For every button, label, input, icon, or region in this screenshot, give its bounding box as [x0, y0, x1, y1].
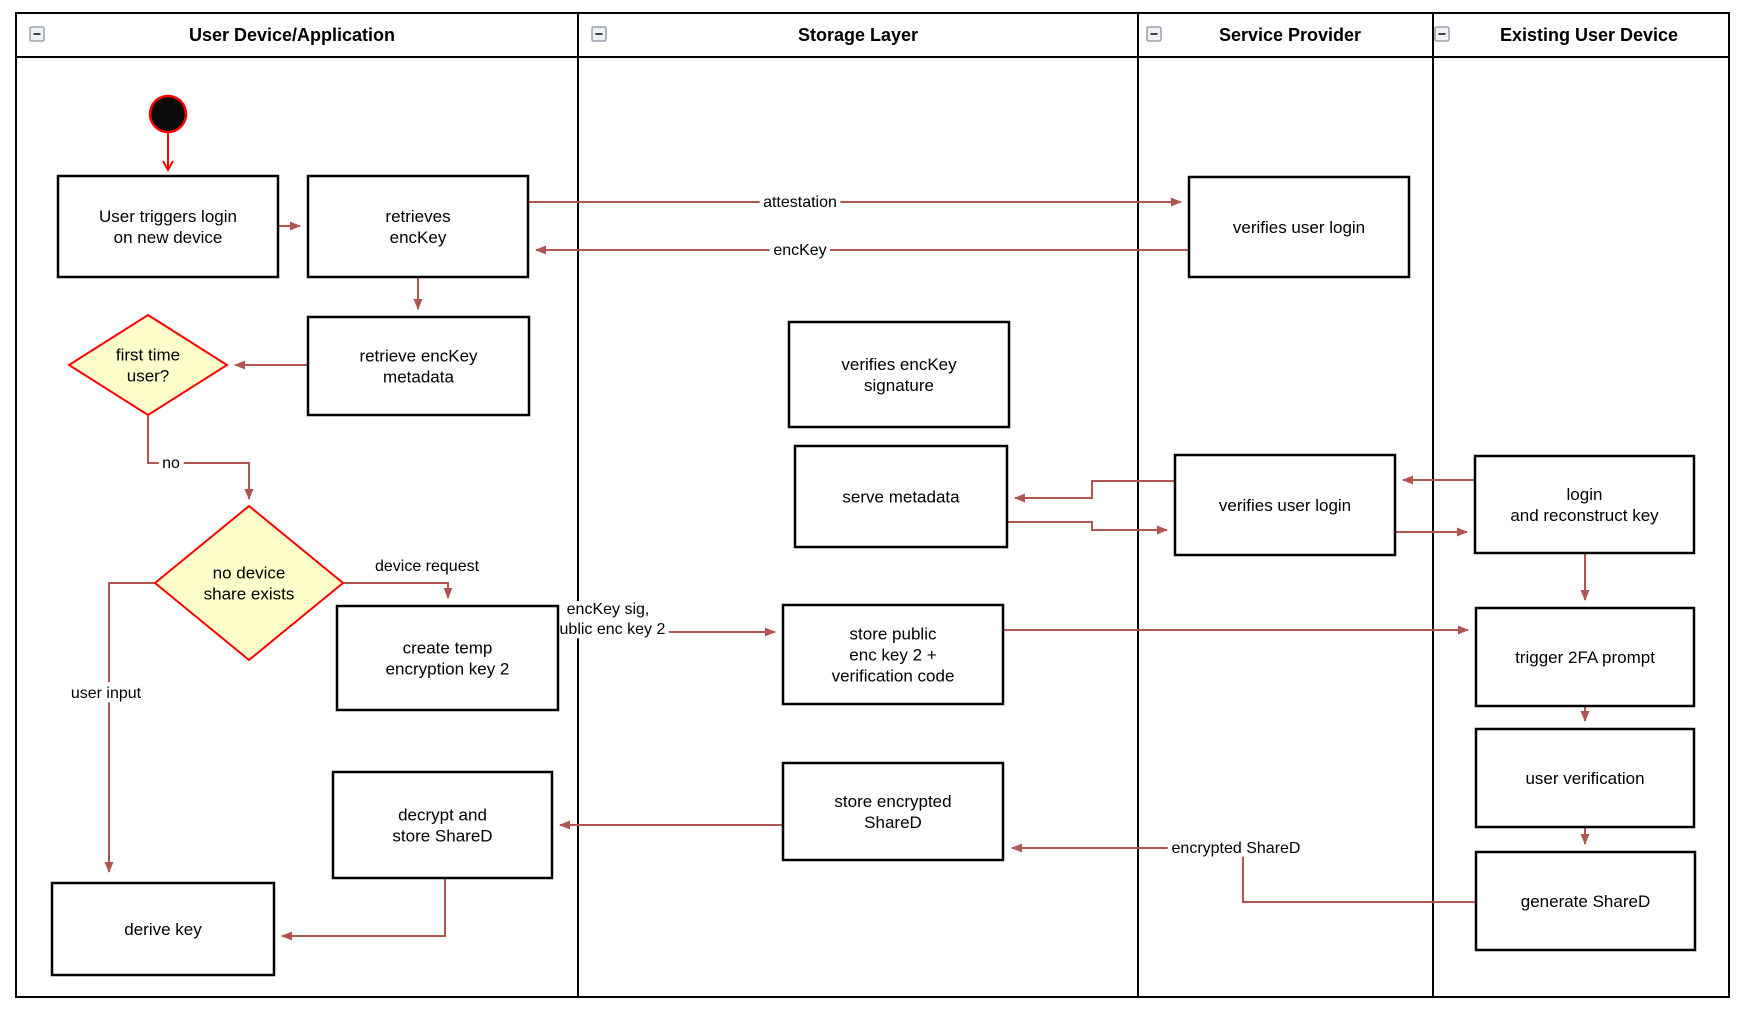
- collapse-lane-icon[interactable]: [29, 26, 45, 42]
- node-user-verification[interactable]: user verification: [1474, 727, 1696, 829]
- node-label-serve-metadata: serve metadata: [842, 488, 960, 507]
- collapse-lane-icon[interactable]: [1434, 26, 1450, 42]
- edge-device-request: [343, 582, 453, 599]
- collapse-lane-icon[interactable]: [1146, 26, 1162, 42]
- edge-decision-no-branch: [147, 415, 254, 500]
- edge-label-attestation-request: attestation: [763, 194, 837, 211]
- node-derive-key[interactable]: derive key: [50, 881, 276, 977]
- edge-label-decision-no-branch: no: [162, 455, 180, 472]
- node-verifies-user-login-2[interactable]: verifies user login: [1173, 453, 1397, 557]
- edge-verifies2-to-serve-metadata: [1014, 480, 1175, 503]
- lane-user-device-title: User Device/Application: [189, 25, 395, 45]
- edge-encrypted-shared: [1011, 843, 1476, 903]
- node-label-verifies-user-login-1: verifies user login: [1233, 218, 1365, 237]
- node-label-user-verification: user verification: [1525, 769, 1644, 788]
- node-label-generate-shared: generate ShareD: [1521, 892, 1650, 911]
- edge-serve-metadata-to-verifies2: [1007, 521, 1168, 535]
- node-serve-metadata[interactable]: serve metadata: [793, 444, 1009, 549]
- node-generate-shared[interactable]: generate ShareD: [1474, 850, 1697, 952]
- lane-service-title: Service Provider: [1219, 25, 1361, 45]
- edge-label-enckey-response: encKey: [773, 242, 826, 259]
- edge-label-device-request: device request: [375, 558, 480, 575]
- node-trigger-2fa-prompt[interactable]: trigger 2FA prompt: [1474, 606, 1696, 708]
- edge-user-input: [104, 582, 156, 873]
- lane-storage-title: Storage Layer: [798, 25, 918, 45]
- node-verifies-user-login-1[interactable]: verifies user login: [1187, 175, 1411, 279]
- lane-existing-title: Existing User Device: [1500, 25, 1678, 45]
- edge-label-encrypted-shared: encrypted ShareD: [1172, 840, 1301, 857]
- node-label-trigger-2fa-prompt: trigger 2FA prompt: [1515, 648, 1655, 667]
- node-label-derive-key: derive key: [124, 920, 202, 939]
- node-label-verifies-user-login-2: verifies user login: [1219, 496, 1351, 515]
- edge-decrypt-to-derive-key: [281, 878, 446, 941]
- edge-label-user-input: user input: [71, 685, 142, 702]
- start-node[interactable]: [148, 94, 188, 134]
- collapse-lane-icon[interactable]: [591, 26, 607, 42]
